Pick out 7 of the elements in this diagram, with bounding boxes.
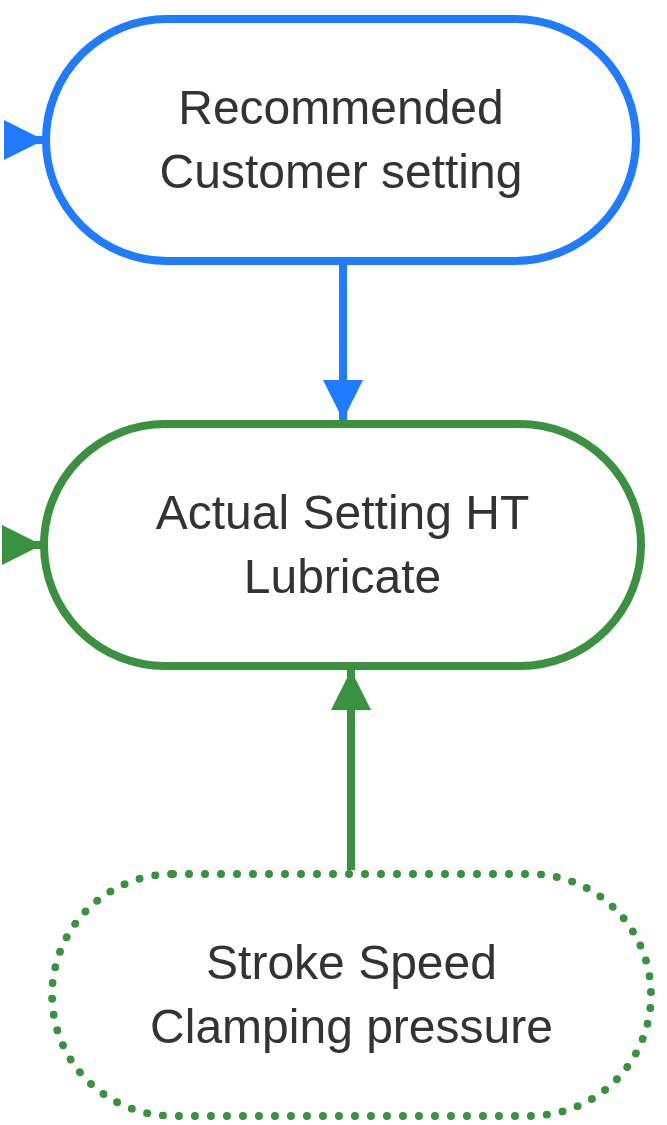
- node-label: Recommended Customer setting: [158, 80, 524, 200]
- node-label: Stroke Speed Clamping pressure: [149, 935, 554, 1055]
- arrow: [2, 525, 42, 565]
- node-label: Actual Setting HT Lubricate: [154, 485, 531, 605]
- arrow: [4, 120, 44, 160]
- arrow: [331, 670, 371, 870]
- arrow: [323, 265, 363, 420]
